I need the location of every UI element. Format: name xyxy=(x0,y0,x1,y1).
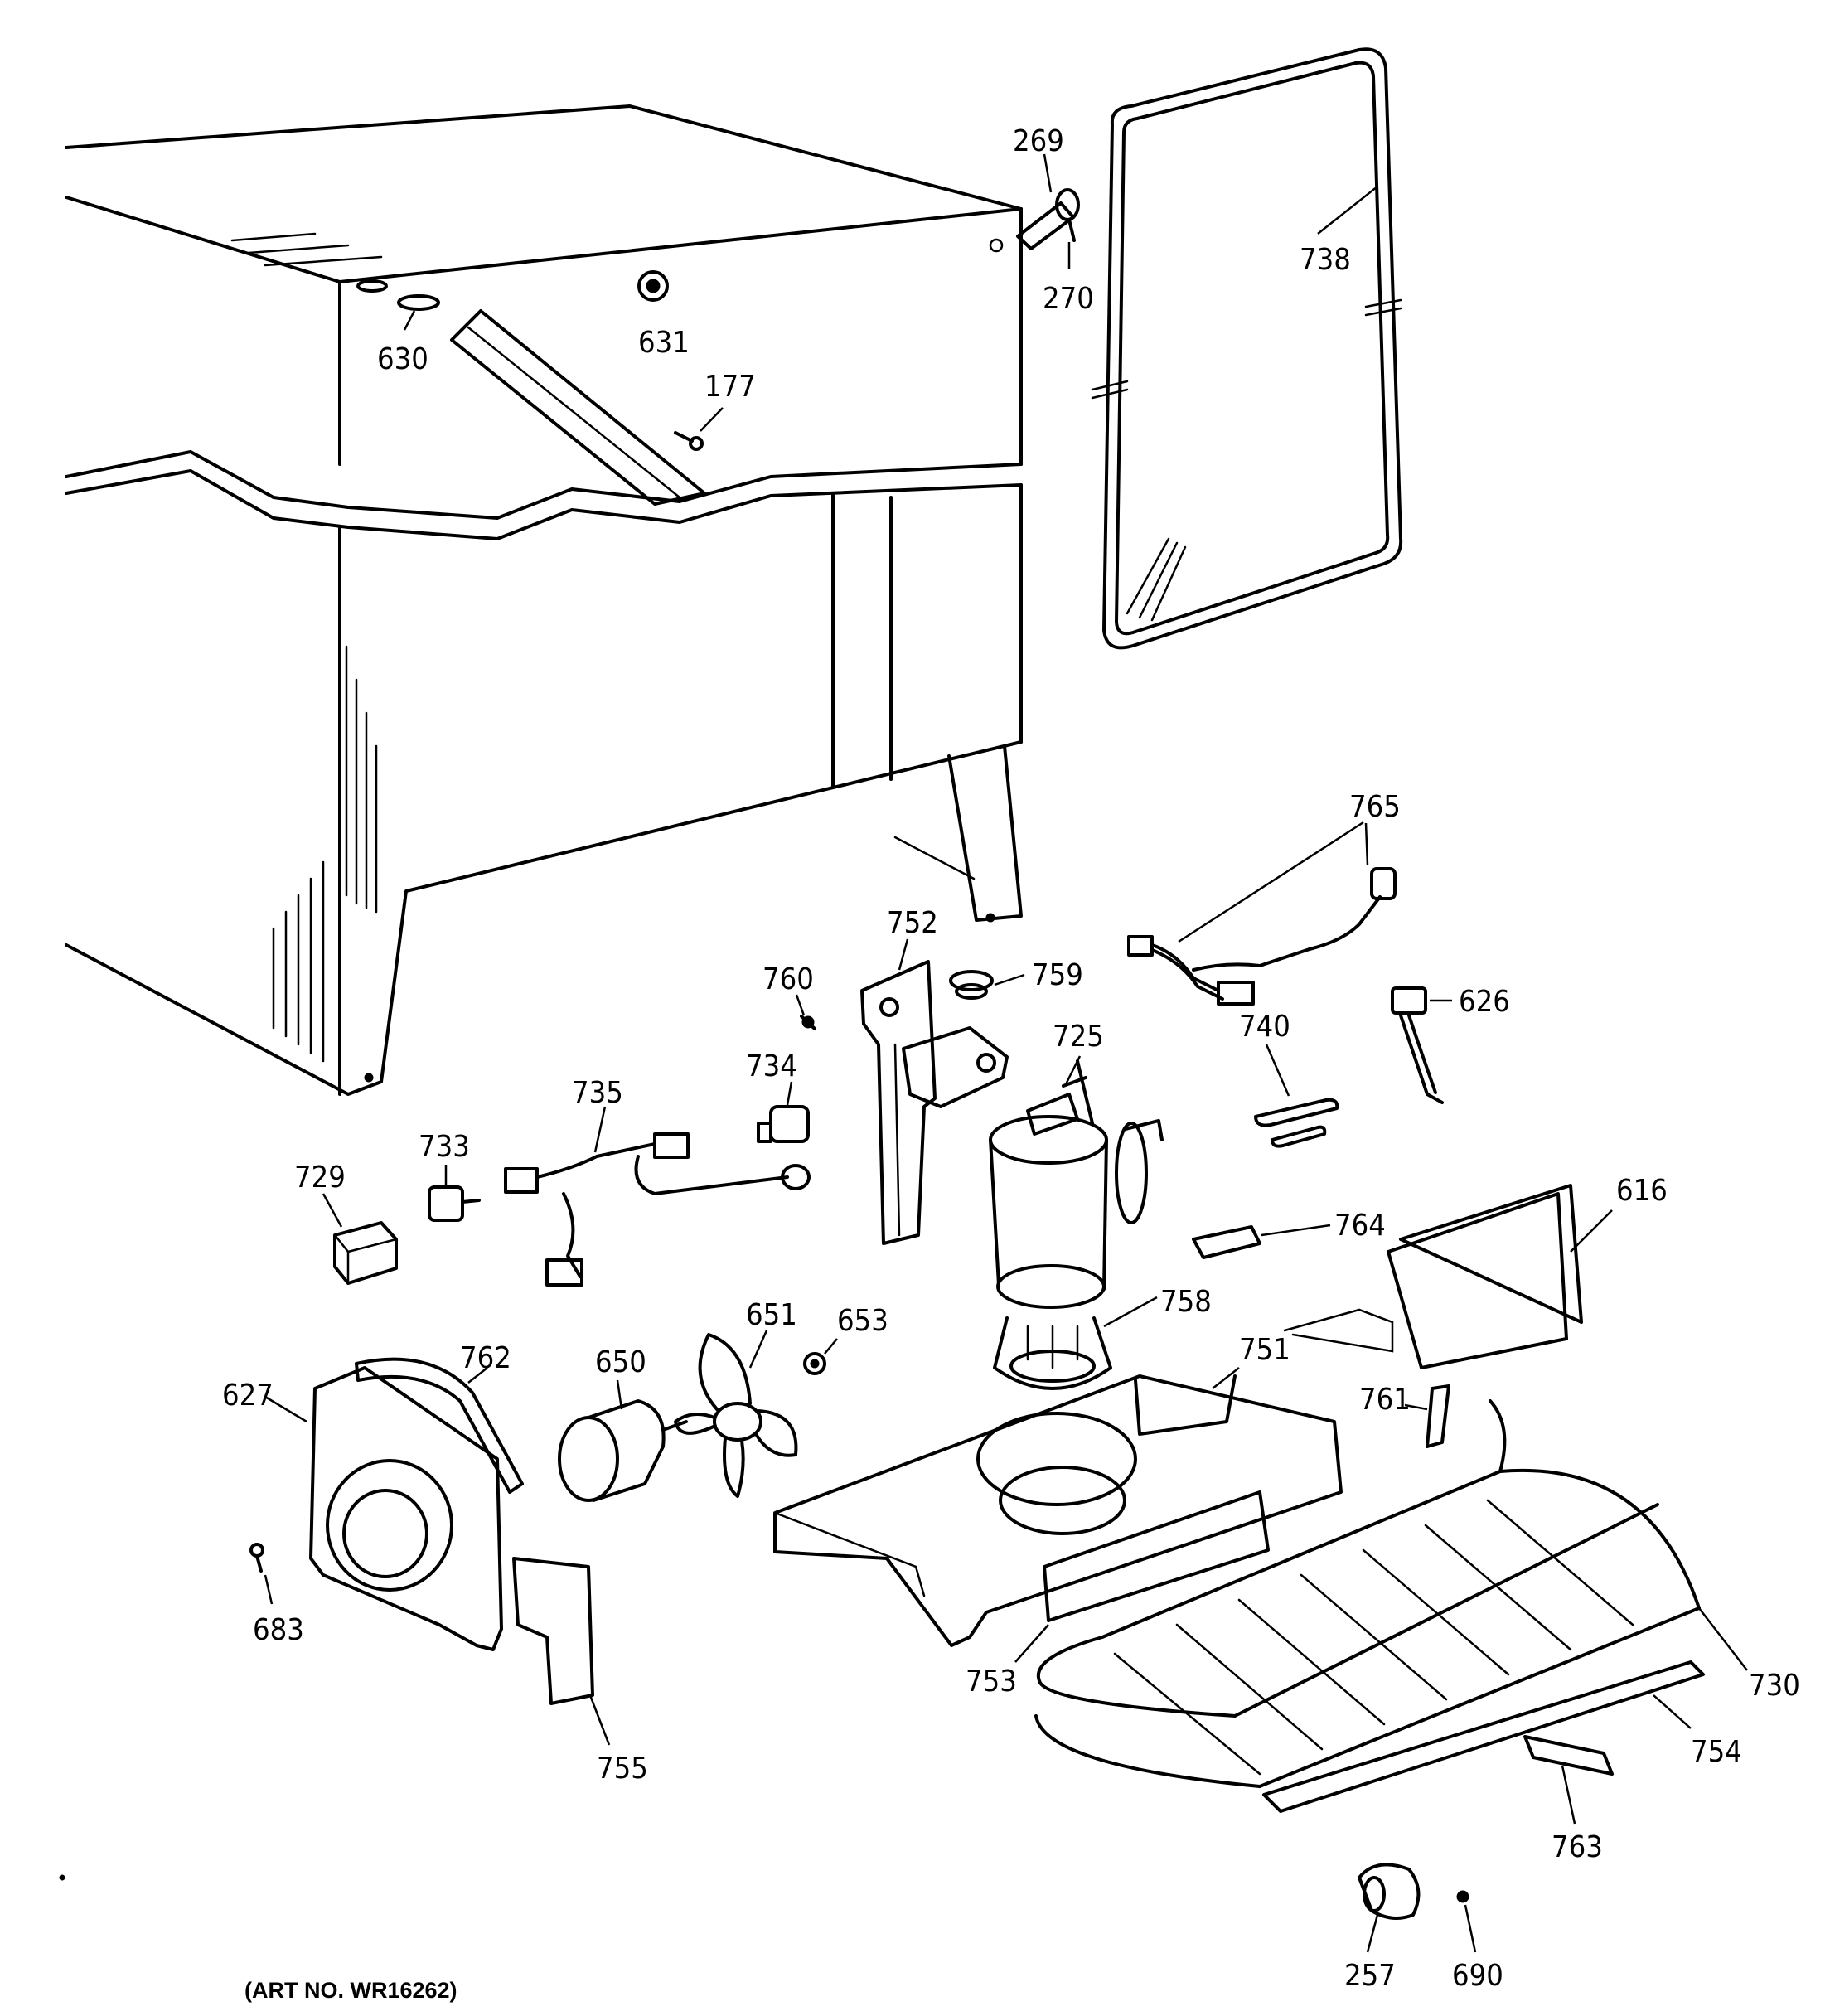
part-683-screw xyxy=(249,1543,274,1605)
callout-760: 760 xyxy=(762,962,814,996)
callout-690: 690 xyxy=(1452,1959,1503,1993)
callout-730: 730 xyxy=(1749,1669,1800,1703)
cabinet-body xyxy=(65,104,1023,1096)
callout-616: 616 xyxy=(1616,1174,1668,1208)
callout-653: 653 xyxy=(837,1304,888,1338)
condenser-fins xyxy=(1113,1499,1634,1776)
callout-733: 733 xyxy=(419,1130,470,1164)
callout-270: 270 xyxy=(1043,282,1094,316)
callout-735: 735 xyxy=(572,1076,623,1110)
callout-725: 725 xyxy=(1053,1020,1104,1054)
part-764-clip xyxy=(1192,1224,1331,1259)
part-751-base-pan xyxy=(773,1367,1343,1647)
callout-762: 762 xyxy=(460,1341,511,1375)
part-755-baffle xyxy=(512,1557,611,1746)
part-738-door-gasket xyxy=(1091,47,1403,650)
callout-754: 754 xyxy=(1691,1735,1742,1769)
callout-755: 755 xyxy=(597,1752,648,1786)
callout-labels: 269 270 738 630 631 177 765 752 759 760 … xyxy=(222,124,1800,2003)
part-616-board xyxy=(1283,1184,1613,1369)
callout-630: 630 xyxy=(377,342,428,376)
callout-738: 738 xyxy=(1300,243,1351,277)
part-758-compressor-mount xyxy=(993,1296,1158,1390)
part-761-clip xyxy=(1404,1384,1450,1448)
art-number: (ART NO. WR16262) xyxy=(244,1978,458,2003)
callout-177: 177 xyxy=(704,370,756,404)
part-650-fan-motor xyxy=(558,1379,688,1502)
part-257-cap xyxy=(1358,1863,1421,1953)
callout-751: 751 xyxy=(1239,1333,1290,1367)
part-759-grommet xyxy=(949,970,1025,1000)
part-653-nut xyxy=(803,1338,838,1375)
part-631-grommet xyxy=(637,270,669,302)
callout-269: 269 xyxy=(1013,124,1064,158)
part-760-screw xyxy=(795,994,816,1030)
callout-761: 761 xyxy=(1359,1383,1411,1417)
part-690-screw xyxy=(1456,1890,1477,1953)
part-734-relay xyxy=(757,1081,810,1143)
callout-729: 729 xyxy=(294,1161,346,1195)
part-269-270-hinge-pin xyxy=(1016,153,1080,269)
callout-626: 626 xyxy=(1459,985,1510,1019)
part-762-gasket xyxy=(355,1357,524,1494)
callout-765: 765 xyxy=(1349,790,1401,824)
callout-650: 650 xyxy=(595,1345,646,1379)
part-733-overload xyxy=(428,1165,481,1222)
callout-683: 683 xyxy=(253,1613,304,1647)
part-626-switch xyxy=(1391,986,1452,1104)
callout-763: 763 xyxy=(1552,1830,1603,1864)
part-630-drain-plug xyxy=(397,294,440,331)
cabinet-hatching xyxy=(272,645,378,1063)
part-729-capacitor xyxy=(322,1193,398,1285)
callout-740: 740 xyxy=(1239,1010,1290,1044)
callout-631: 631 xyxy=(638,326,690,360)
part-765-wire-harness xyxy=(1127,821,1397,1006)
part-730-condenser xyxy=(1034,1399,1748,1788)
callout-752: 752 xyxy=(887,906,938,940)
callout-651: 651 xyxy=(746,1298,797,1332)
part-763-bracket xyxy=(1523,1735,1614,1825)
callout-758: 758 xyxy=(1160,1285,1212,1319)
part-735-wiring xyxy=(504,1106,811,1287)
part-752-bracket xyxy=(860,938,1009,1245)
callout-764: 764 xyxy=(1334,1209,1386,1243)
callout-257: 257 xyxy=(1344,1959,1396,1993)
part-754-drip-tray xyxy=(1262,1660,1705,1813)
part-725-compressor xyxy=(989,1055,1164,1309)
callout-627: 627 xyxy=(222,1379,274,1413)
part-177-screw xyxy=(674,407,724,451)
callout-753: 753 xyxy=(966,1665,1017,1699)
part-753-strip xyxy=(1014,1490,1270,1663)
part-627-fan-shroud xyxy=(264,1366,503,1651)
callout-759: 759 xyxy=(1032,958,1083,992)
part-740-clip xyxy=(1254,1044,1339,1148)
callout-734: 734 xyxy=(746,1049,797,1083)
part-651-fan-blade xyxy=(674,1330,798,1498)
